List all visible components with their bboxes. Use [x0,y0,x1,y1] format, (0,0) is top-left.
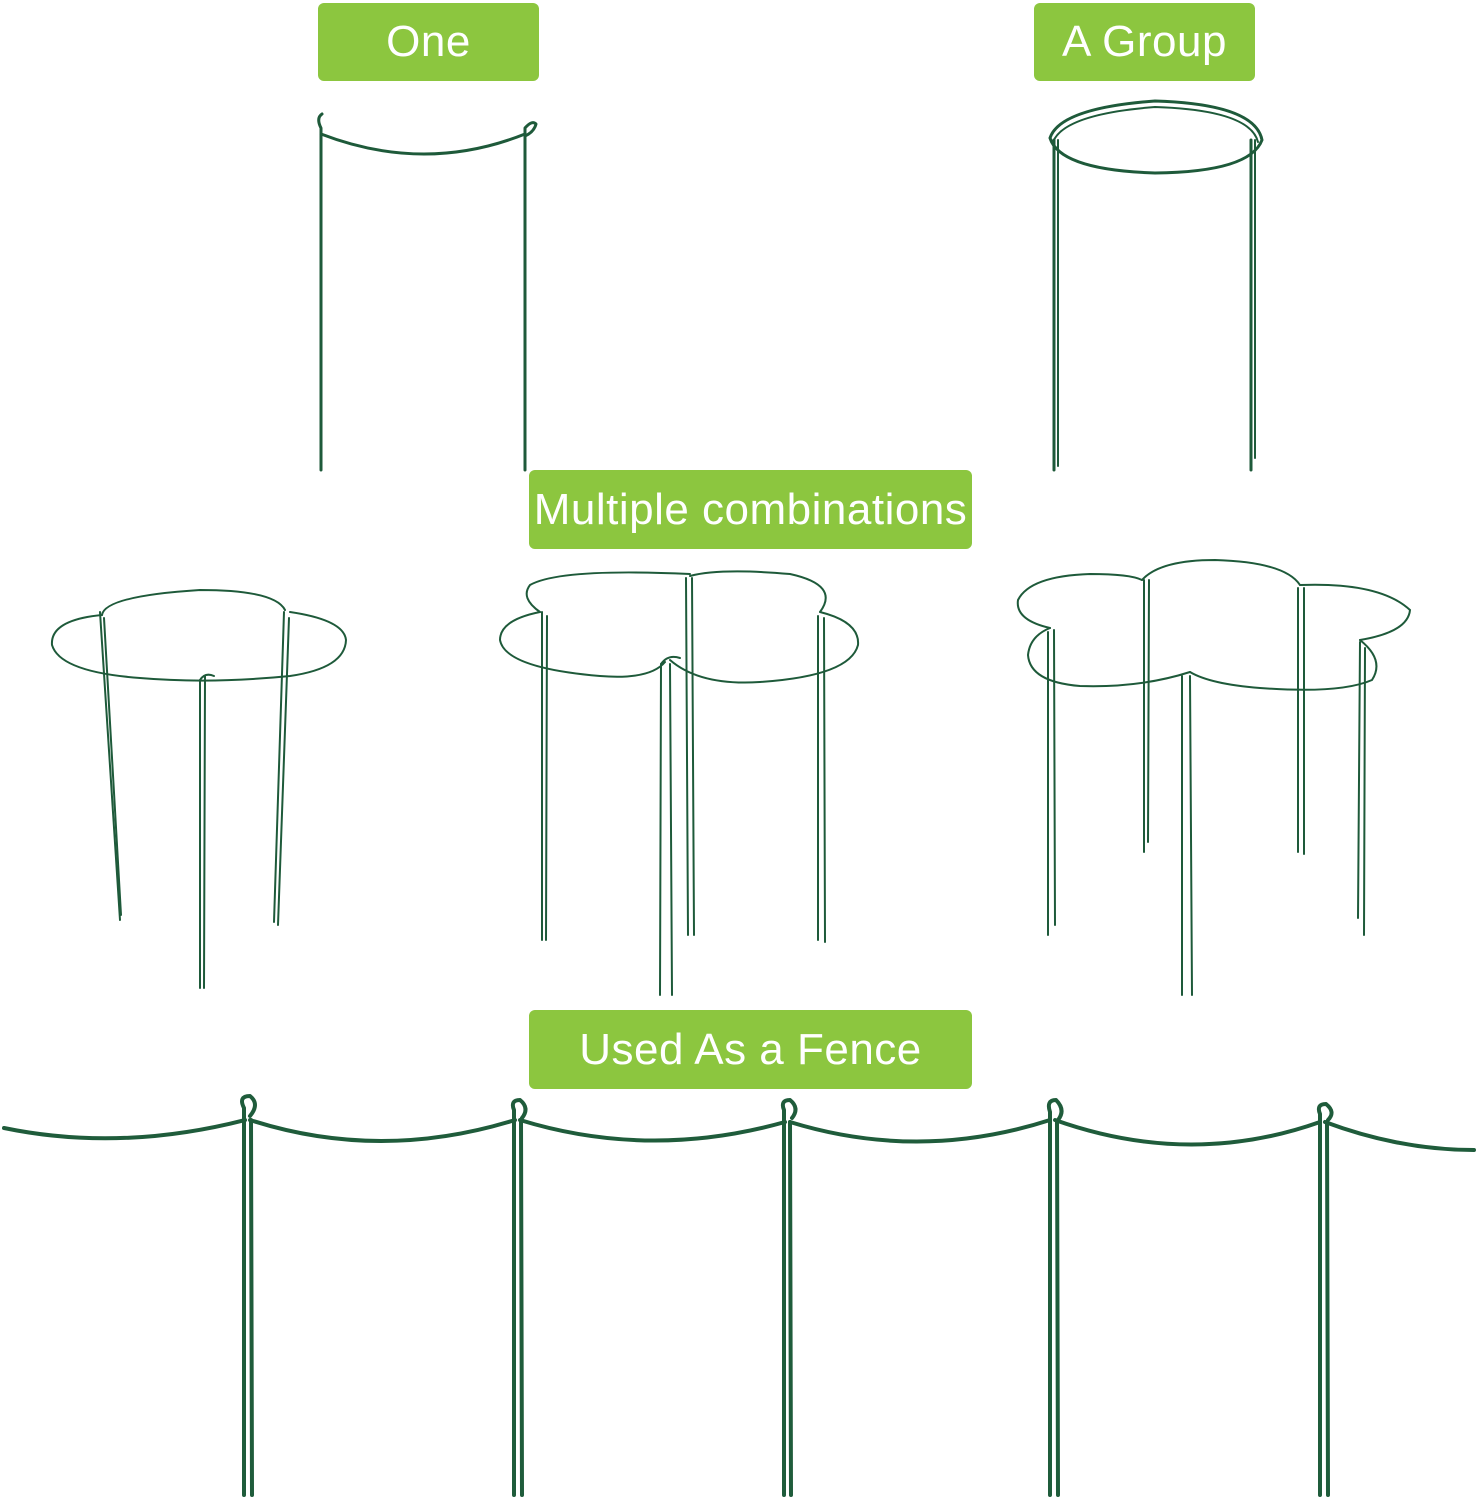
single-stake-illustration [317,112,538,472]
label-multiple-combinations: Multiple combinations [529,470,972,549]
label-one: One [318,3,539,81]
combination-five-stakes [1016,558,1412,996]
label-used-as-fence: Used As a Fence [529,1010,972,1089]
combination-three-stakes [50,588,348,989]
fence-illustration [2,1094,1476,1497]
label-a-group: A Group [1034,3,1255,81]
group-stake-illustration [1048,99,1264,472]
combination-four-stakes [498,570,860,996]
